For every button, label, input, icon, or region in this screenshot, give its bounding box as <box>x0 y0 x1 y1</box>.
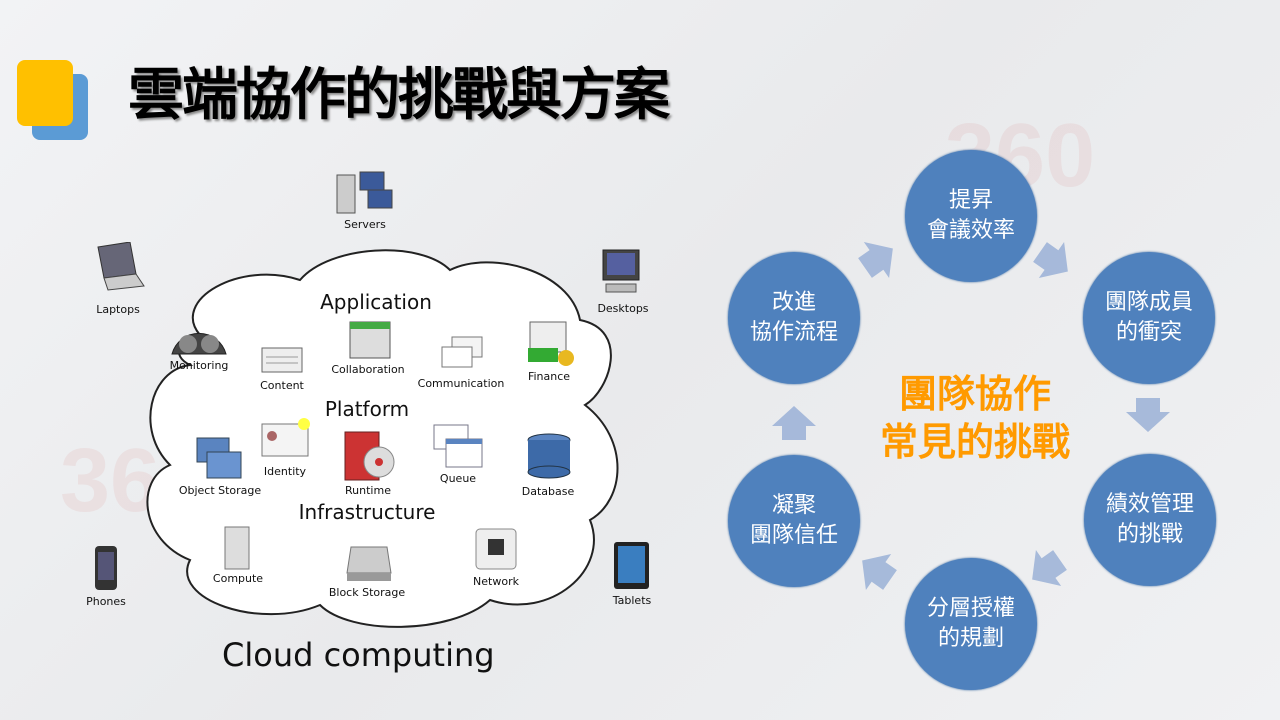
label-finance: Finance <box>527 370 571 383</box>
network-icon <box>475 528 517 570</box>
logo-yellow-block <box>17 60 73 126</box>
node-text: 團隊信任 <box>749 523 838 548</box>
label-block-storage: Block Storage <box>328 586 406 599</box>
label-collaboration: Collaboration <box>331 363 405 376</box>
laptop-icon <box>97 242 145 291</box>
center-line: 常見的挑戰 <box>879 419 1071 464</box>
block-storage-icon <box>346 546 392 581</box>
node-text: 會議效率 <box>926 218 1015 243</box>
label-servers: Servers <box>344 218 386 231</box>
cycle-node-meeting-efficiency: 提昇會議效率 <box>905 150 1037 282</box>
compute-icon <box>224 526 250 570</box>
watermark: 36 <box>60 431 161 531</box>
node-text: 協作流程 <box>749 320 838 345</box>
label-phones: Phones <box>86 595 126 608</box>
section-infrastructure: Infrastructure <box>298 500 436 524</box>
arrow-icon <box>772 406 816 440</box>
arrow-icon <box>1032 550 1067 587</box>
node-text: 團隊成員 <box>1104 290 1193 315</box>
section-platform: Platform <box>324 397 410 421</box>
center-line: 團隊協作 <box>898 371 1052 416</box>
node-text: 改進 <box>771 290 816 315</box>
cycle-node-process: 改進協作流程 <box>728 252 860 384</box>
desktop-icon <box>602 249 640 293</box>
node-text: 的規劃 <box>937 626 1004 651</box>
node-text: 的挑戰 <box>1116 522 1183 547</box>
arrow-icon <box>1126 398 1170 432</box>
label-tablets: Tablets <box>612 594 652 607</box>
label-compute: Compute <box>212 572 264 585</box>
node-text: 績效管理 <box>1105 492 1194 517</box>
cycle-node-performance: 績效管理的挑戰 <box>1084 454 1216 586</box>
content-icon <box>261 347 303 373</box>
label-identity: Identity <box>263 465 307 478</box>
node-text: 分層授權 <box>926 596 1015 621</box>
object-storage-icon <box>196 437 242 479</box>
cycle-center-title: 團隊協作常見的挑戰 <box>880 370 1070 466</box>
cycle-node-trust: 凝聚團隊信任 <box>728 455 860 587</box>
arrow-icon <box>862 553 897 590</box>
node-text: 提昇 <box>948 188 993 213</box>
monitoring-icon <box>171 332 227 355</box>
label-content: Content <box>260 379 304 392</box>
slide-title: 雲端協作的挑戰與方案 <box>128 62 670 128</box>
cloud-caption: Cloud computing <box>222 636 495 674</box>
label-laptops: Laptops <box>96 303 140 316</box>
label-runtime: Runtime <box>345 484 391 497</box>
cycle-arrows <box>772 241 1170 590</box>
label-queue: Queue <box>439 472 477 485</box>
cycle-node-delegation: 分層授權的規劃 <box>905 558 1037 690</box>
runtime-icon <box>344 431 395 481</box>
section-application: Application <box>320 290 432 314</box>
servers-icon <box>336 171 393 214</box>
identity-icon <box>261 418 310 457</box>
phone-icon <box>95 546 117 590</box>
label-database: Database <box>521 485 575 498</box>
label-desktops: Desktops <box>597 302 649 315</box>
label-network: Network <box>473 575 519 588</box>
database-icon <box>527 433 571 479</box>
arrow-icon <box>1033 242 1068 279</box>
queue-icon <box>433 424 483 468</box>
finance-icon <box>528 321 574 366</box>
tablet-icon <box>614 542 649 589</box>
label-monitoring: Monitoring <box>169 359 229 372</box>
node-text: 的衝突 <box>1115 320 1182 345</box>
node-text: 凝聚 <box>771 493 816 518</box>
collaboration-icon <box>349 321 391 359</box>
arrow-icon <box>858 241 893 278</box>
label-object-storage: Object Storage <box>178 484 262 497</box>
communication-icon <box>441 336 483 368</box>
cycle-node-member-conflict: 團隊成員的衝突 <box>1083 252 1215 384</box>
label-communication: Communication <box>417 377 505 390</box>
